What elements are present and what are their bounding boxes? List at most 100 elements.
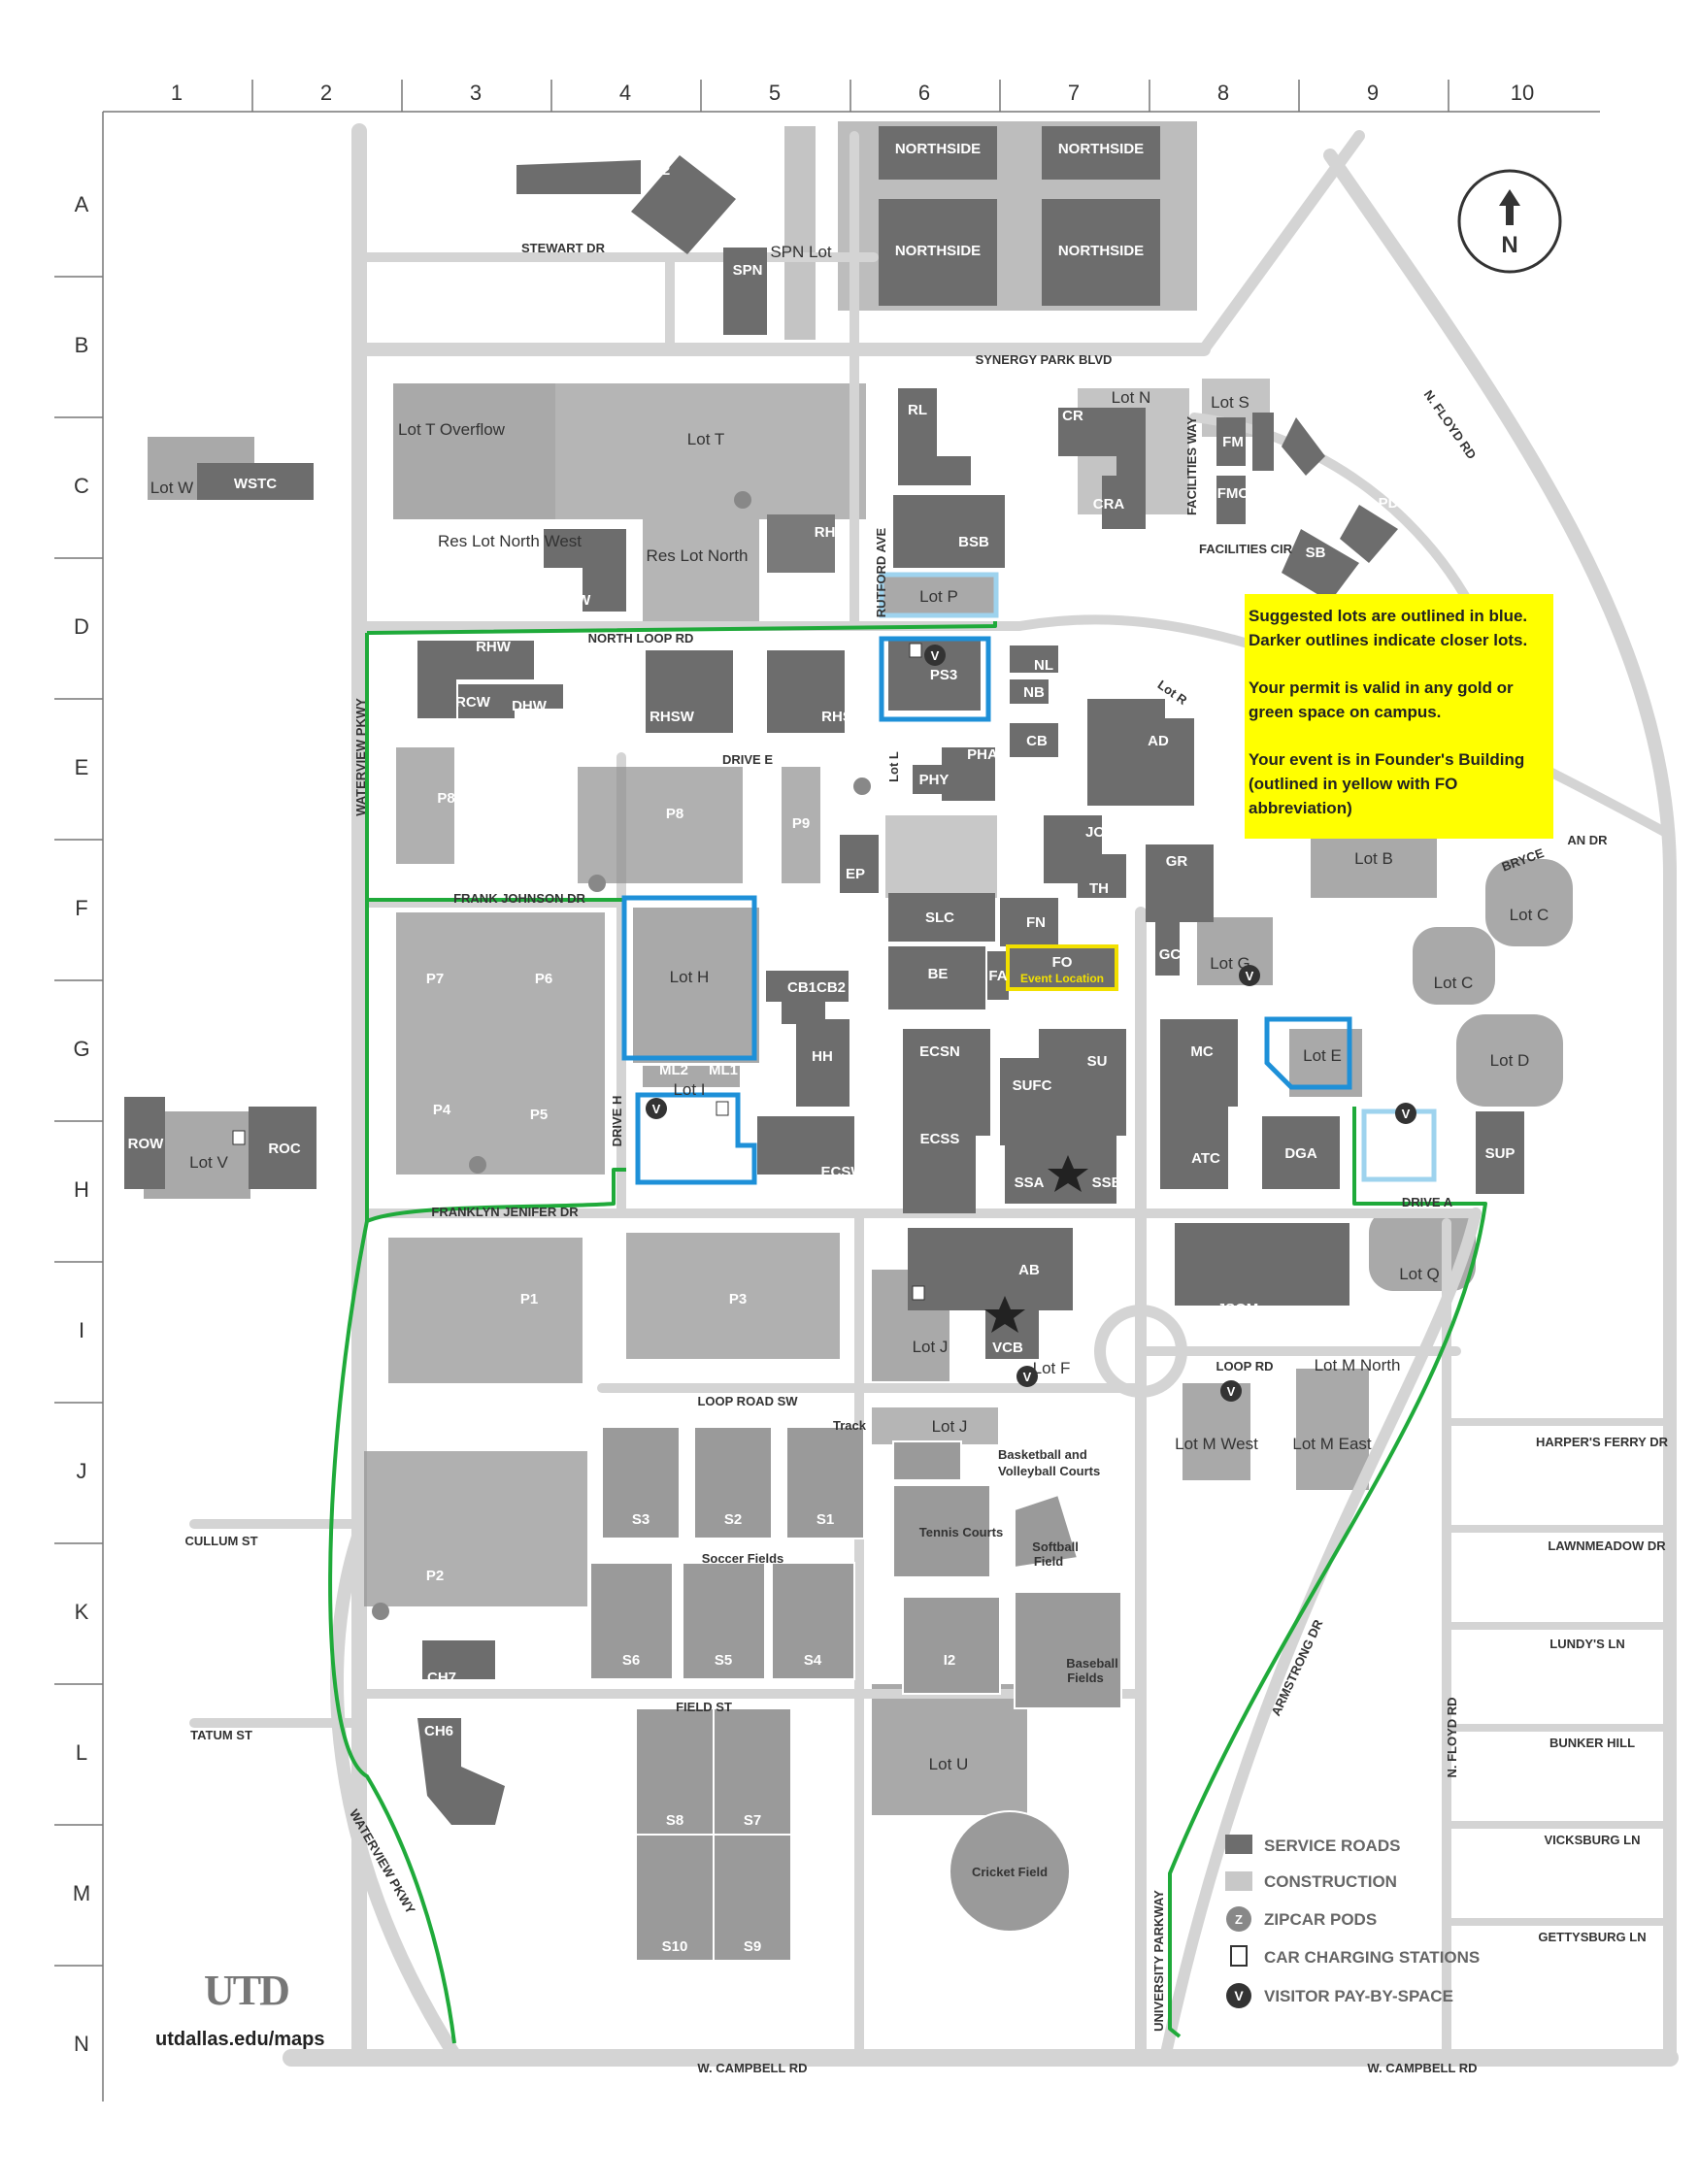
building-labels: SP2 SPN NORTHSIDE NORTHSIDE NORTHSIDE NO…	[128, 141, 1516, 1739]
building-label: P8A	[437, 790, 465, 807]
building-label: CH7	[427, 1670, 456, 1686]
lot-label: Lot J	[932, 1417, 968, 1436]
building-label: P8	[666, 806, 683, 822]
field-label: S5	[715, 1652, 732, 1669]
grid-row-label: D	[74, 614, 89, 639]
building-label: NORTHSIDE	[895, 141, 981, 157]
building-label: P6	[535, 971, 552, 987]
building-label: AH1	[762, 951, 791, 968]
lot-label: Lot I	[673, 1080, 705, 1099]
grid-row-label: M	[73, 1881, 90, 1905]
field-label: S1	[816, 1511, 834, 1528]
building-label: CB1	[787, 979, 816, 996]
road-label: CULLUM ST	[184, 1534, 257, 1548]
building-label: P7	[426, 971, 444, 987]
building-label: SB	[1306, 545, 1326, 561]
star-icon	[984, 1296, 1025, 1333]
building-label: PS1	[1385, 1139, 1413, 1155]
road-label: LOOP ROAD SW	[697, 1394, 798, 1408]
utd-logo: UTD	[204, 1967, 290, 2014]
building-label: DHW	[512, 698, 548, 714]
zipcar-icon	[853, 778, 871, 795]
visitor-pay-icon: V	[652, 1102, 661, 1116]
building-label: FMC	[1217, 485, 1249, 502]
grid-row-label: C	[74, 474, 89, 498]
road-label: Track	[833, 1418, 867, 1433]
facility-label: Soccer Fields	[702, 1551, 784, 1566]
legend-label: SERVICE ROADS	[1264, 1837, 1400, 1855]
visitor-pay-icon	[1016, 1366, 1038, 1387]
grid-row-label: N	[74, 2032, 89, 2056]
building-label: BE	[928, 966, 949, 982]
facility-label: Baseball	[1066, 1656, 1117, 1671]
grid-column-label: 10	[1511, 81, 1534, 105]
grid-row-label: I	[79, 1318, 84, 1342]
building-label: ROC	[268, 1141, 301, 1157]
building-label: VCB	[992, 1340, 1023, 1356]
building-label: P5	[530, 1107, 548, 1123]
visitor-pay-icon: V	[1246, 969, 1254, 983]
visitor-pay-icon: V	[1227, 1384, 1236, 1399]
buildings	[124, 126, 1524, 1825]
road-label: NORTH LOOP RD	[588, 631, 694, 645]
building-label: TH	[1089, 880, 1109, 897]
lot-p-outline	[879, 572, 999, 618]
field-label: S9	[744, 1938, 761, 1955]
zipcar-icon	[734, 491, 751, 509]
building-label: ECSW	[821, 1164, 866, 1180]
grid-column-label: 3	[470, 81, 482, 105]
field-label: S10	[662, 1938, 688, 1955]
construction-swatch	[1225, 1871, 1252, 1891]
building-label: RHSW	[650, 709, 695, 725]
facility-label: Field	[1034, 1554, 1063, 1569]
grid-frame	[54, 80, 1600, 2101]
visitor-pay-icon: V	[931, 648, 940, 663]
building-label: GR	[1166, 853, 1188, 870]
maps-website-link[interactable]: utdallas.edu/maps	[155, 2029, 325, 2050]
lot-label: Lot M East	[1292, 1435, 1372, 1453]
grid-row-label: L	[76, 1740, 87, 1765]
building-label: JSOM	[1217, 1301, 1259, 1317]
zipcar-icon	[469, 1156, 486, 1174]
map-icons: V V V V V V	[232, 491, 1416, 1620]
lot-label: Lot U	[929, 1755, 969, 1773]
building-label: FM	[1222, 434, 1244, 450]
building-label: CB	[1026, 733, 1048, 749]
grid-column-label: 6	[918, 81, 930, 105]
car-charging-icon	[716, 1101, 729, 1116]
visitor-pay-icon	[1239, 965, 1260, 986]
building-label: DGA	[1284, 1145, 1317, 1162]
building-label: MC	[1190, 1043, 1213, 1060]
road-label: GETTYSBURG LN	[1538, 1930, 1646, 1944]
lot-label: Lot C	[1510, 906, 1549, 924]
grid-row-label: G	[73, 1037, 89, 1061]
road-label: LOOP RD	[1216, 1359, 1274, 1373]
lot-label: Lot T	[687, 430, 724, 448]
note-event-location: Your event is in Founder's Building (out…	[1249, 750, 1525, 817]
building-label: P1	[520, 1291, 538, 1307]
road-label: UNIVERSITY PARKWAY	[1151, 1890, 1166, 2032]
building-label: SP2	[643, 162, 670, 179]
zipcar-icon	[372, 1603, 389, 1620]
grid-row-labels: A B C D E F G H I J K L M N	[73, 192, 90, 2056]
building-label: CB3	[822, 951, 851, 968]
building-label: CB2	[816, 979, 846, 996]
building-label: SSA	[1015, 1175, 1045, 1191]
ps3-outline	[879, 636, 991, 722]
building-label: FA	[988, 968, 1007, 984]
building-label: P2	[426, 1568, 444, 1584]
facility-label: Fields	[1067, 1671, 1104, 1685]
lot-e-outline	[1264, 1016, 1352, 1090]
field-label: S6	[622, 1652, 640, 1669]
road-label: FACILITIES WAY	[1184, 416, 1199, 515]
residential-areas	[364, 747, 840, 1606]
grid-column-label: 1	[171, 81, 183, 105]
lot-label: Lot T Overflow	[398, 420, 506, 439]
building-label: RHNW	[546, 592, 591, 609]
building-label: JO	[1085, 824, 1105, 841]
road-label: DRIVE H	[610, 1096, 624, 1147]
road-label: STEWART DR	[521, 241, 606, 255]
building-label: NORTHSIDE	[1058, 141, 1144, 157]
road-label: LAWNMEADOW DR	[1548, 1539, 1666, 1553]
building-label: ML2	[659, 1062, 688, 1078]
